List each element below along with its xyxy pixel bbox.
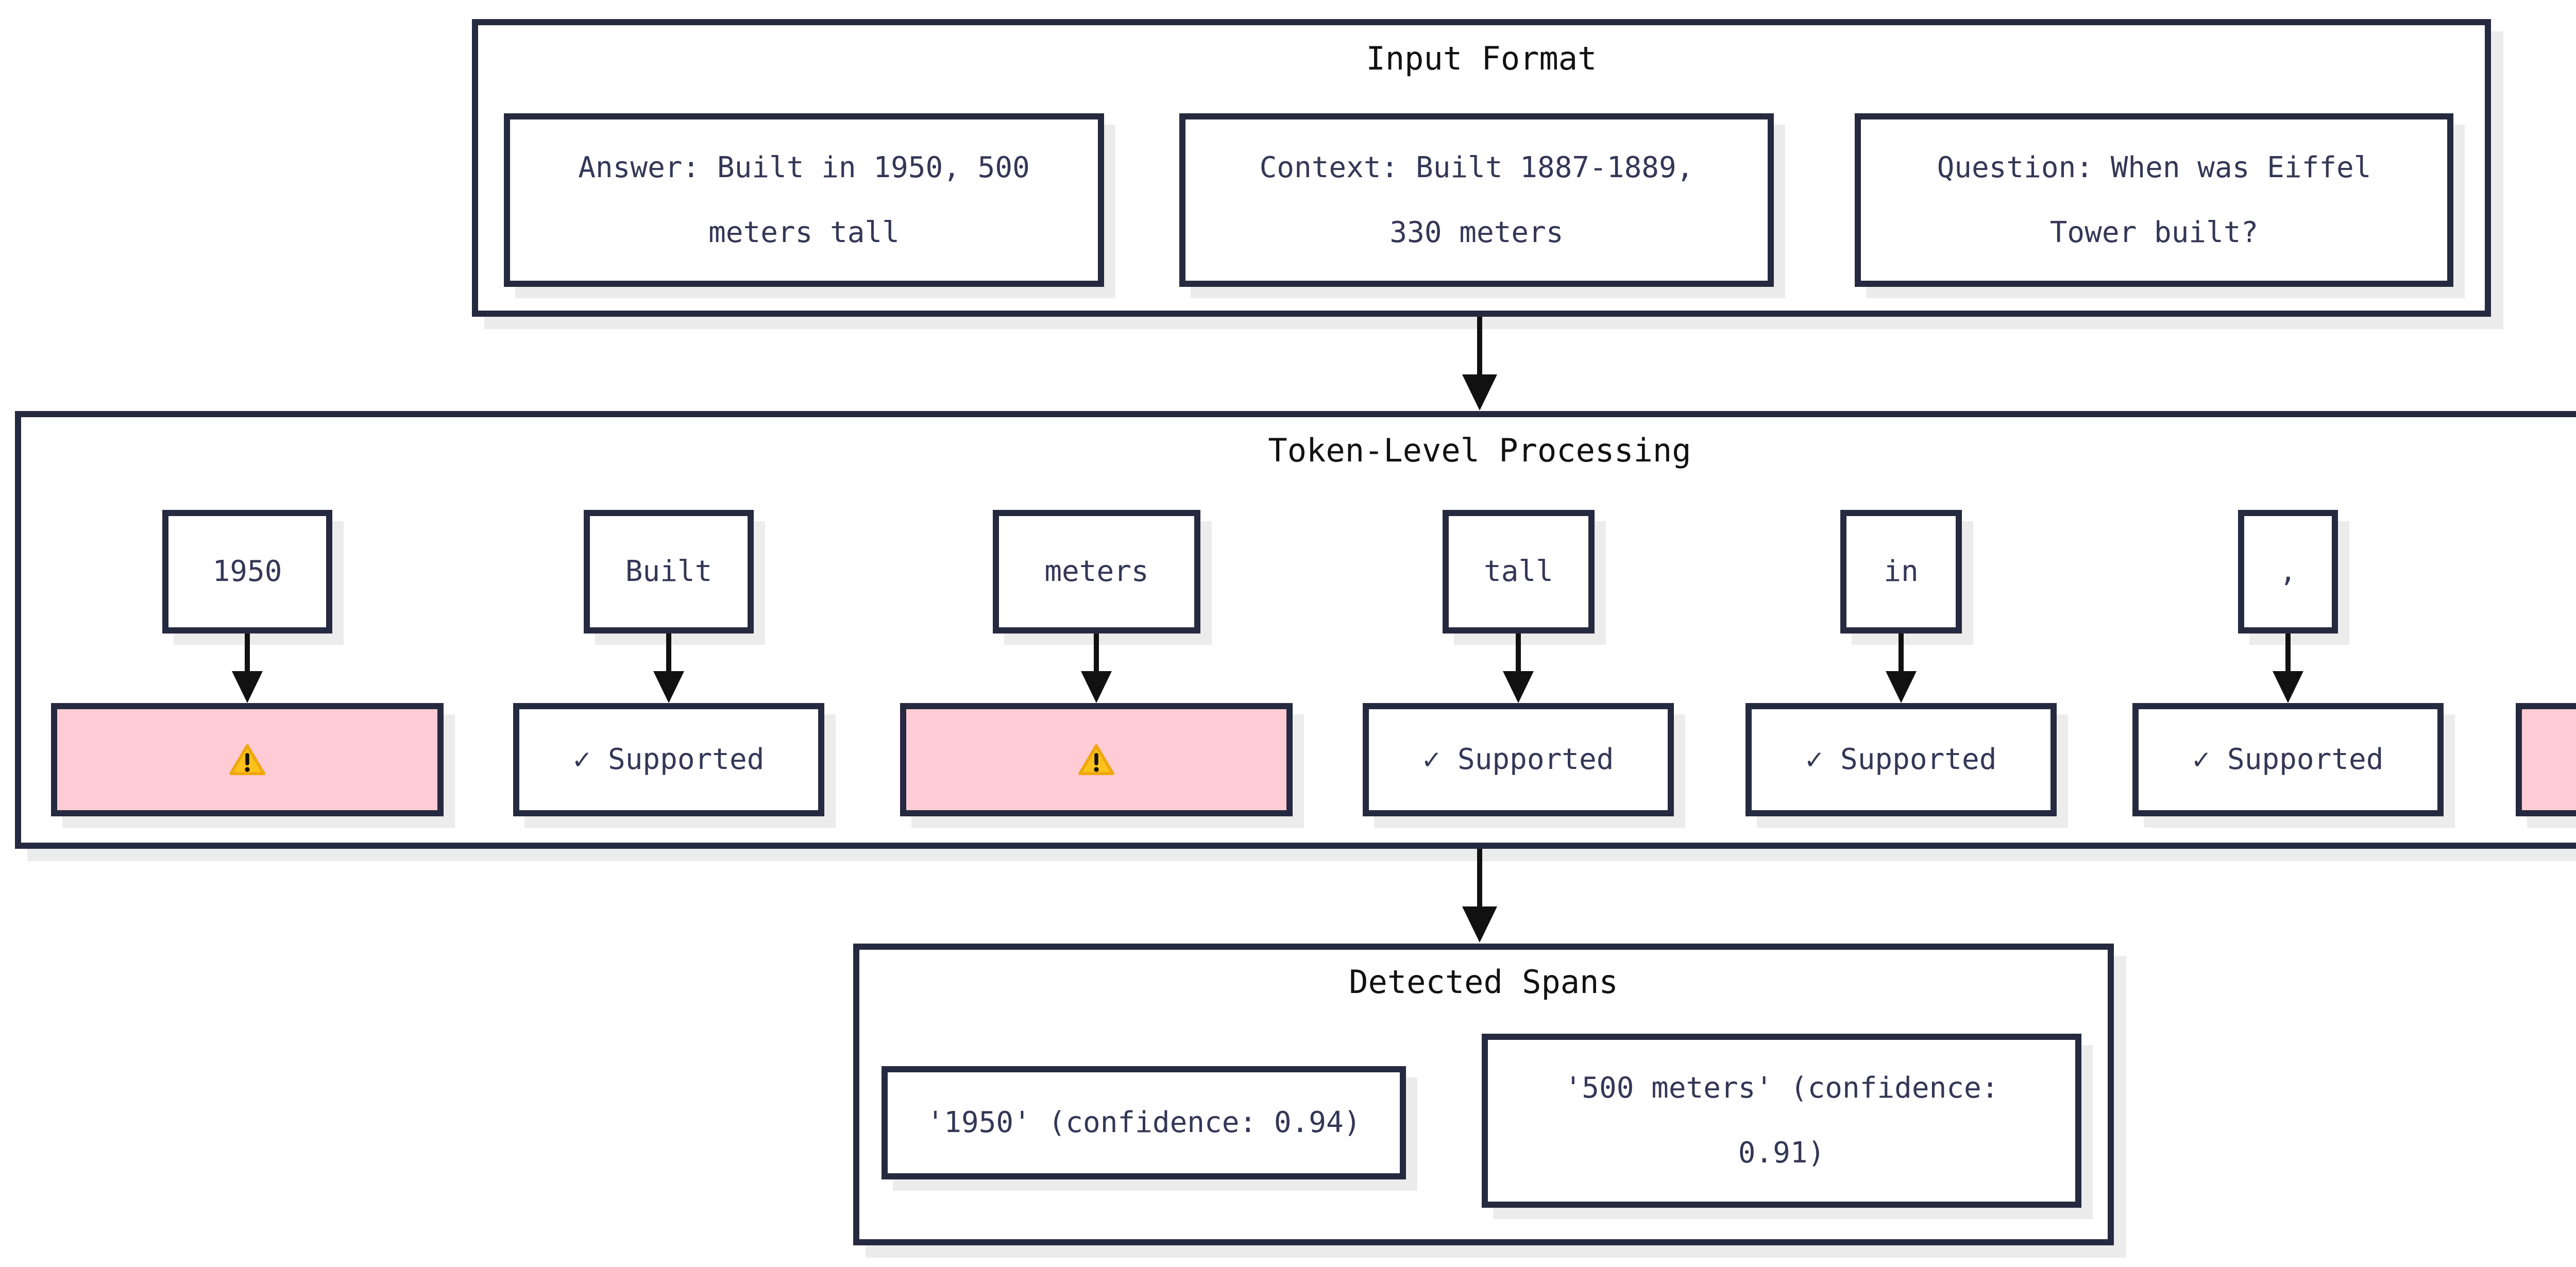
token-node: 1950 — [162, 510, 332, 634]
token-node: meters — [993, 510, 1200, 634]
token-processing-title: Token-Level Processing — [1268, 432, 1691, 469]
token-status-supported: ✓ Supported — [513, 703, 824, 816]
detected-spans-title: Detected Spans — [1349, 963, 1618, 1001]
token-arrow-line — [666, 634, 671, 672]
token-arrow-line — [2285, 634, 2291, 672]
token-arrow-line — [1516, 634, 1521, 672]
token-status-supported: ✓ Supported — [2132, 703, 2444, 816]
token-status-supported: ✓ Supported — [1745, 703, 2057, 816]
token-arrow-head — [653, 671, 684, 703]
token-arrow-head — [1503, 671, 1534, 703]
token-arrow-head — [2273, 671, 2303, 703]
arrow-input-to-tokens-line — [1477, 317, 1482, 378]
token-status-hallucinated — [2516, 703, 2576, 816]
detected-span-node: '1950' (confidence: 0.94) — [882, 1066, 1406, 1179]
token-status-hallucinated — [51, 703, 444, 816]
question-node: Question: When was Eiffel Tower built? — [1855, 113, 2453, 287]
token-arrow-head — [232, 671, 263, 703]
token-arrow-line — [1899, 634, 1904, 672]
detected-spans-section: Detected Spans '1950' (confidence: 0.94)… — [853, 944, 2114, 1245]
token-processing-section: Token-Level Processing 1950 Built meters… — [15, 411, 2576, 849]
token-arrow-line — [245, 634, 250, 672]
token-node: Built — [584, 510, 754, 634]
token-arrow-line — [1094, 634, 1099, 672]
warning-icon — [1078, 744, 1114, 775]
token-arrow-head — [1081, 671, 1112, 703]
token-arrow-head — [1886, 671, 1917, 703]
token-node: in — [1840, 510, 1962, 634]
token-status-supported: ✓ Supported — [1363, 703, 1674, 816]
arrow-tokens-to-spans-head — [1462, 906, 1497, 943]
token-status-hallucinated — [900, 703, 1293, 816]
warning-icon — [229, 744, 265, 775]
token-node: tall — [1443, 510, 1595, 634]
context-node: Context: Built 1887-1889, 330 meters — [1179, 113, 1774, 287]
input-format-section: Input Format Answer: Built in 1950, 500 … — [472, 19, 2491, 317]
answer-node: Answer: Built in 1950, 500 meters tall — [504, 113, 1104, 287]
token-node: , — [2238, 510, 2338, 634]
input-format-title: Input Format — [1366, 40, 1597, 77]
detected-span-node: '500 meters' (confidence: 0.91) — [1482, 1034, 2081, 1208]
arrow-input-to-tokens-head — [1462, 374, 1497, 410]
arrow-tokens-to-spans-line — [1477, 849, 1482, 910]
